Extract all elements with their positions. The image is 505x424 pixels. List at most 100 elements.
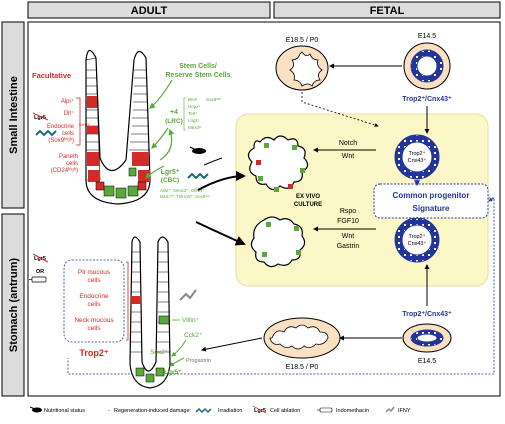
endocrine-label: Endocrine: [47, 124, 75, 130]
facultative-label: Facultative: [32, 71, 71, 80]
stomach-to-organoid-arrow: [195, 221, 246, 246]
endocrine-stomach-label: Endocrine: [79, 293, 109, 300]
cbc-label: (CBC): [161, 177, 179, 184]
fetal-intestine-e145: [403, 42, 451, 90]
trop2-circle-bottom: Trop2⁺: [408, 233, 425, 240]
common-progenitor-box: [373, 183, 489, 219]
hopx-marker: Hopx¹: [188, 104, 201, 109]
fetal-header-bar: [273, 1, 501, 19]
sox9-low-marker: Sox9ˡᵒʷ: [206, 97, 222, 102]
e145-bottom-label: E14.5: [418, 358, 436, 365]
paneth-cells-label: cells: [66, 161, 78, 167]
intestinal-organoid: [247, 135, 309, 192]
common-progenitor-label: Common progenitor: [393, 191, 470, 200]
crypt-to-organoid-arrow: [197, 171, 246, 191]
irradiation-icon: [35, 129, 57, 137]
ex-vivo-label: EX VIVO: [296, 194, 320, 200]
trop2-cnx43-top: Trop2⁺/Cnx43⁺: [402, 96, 452, 103]
stomach-ablation-slash: [32, 253, 49, 263]
legend-irradiation: Irradiation: [218, 408, 242, 414]
stem-arrow-3: [145, 165, 165, 179]
small-intestine-side-bar: [1, 21, 25, 209]
adult-header-bar: [27, 1, 271, 19]
signature-label: Signature: [413, 204, 450, 213]
e185-bottom-label: E18.5 / P0: [286, 364, 319, 371]
legend-ifny: IFNY: [398, 408, 411, 414]
intestinal-crypt: [85, 49, 151, 205]
lgr5-cbc-label: Lgr5⁺: [161, 169, 180, 176]
cck2-label: Cck2⁺: [184, 332, 203, 339]
lrc-bracket: [183, 97, 186, 131]
legend: Nutritional status - Regeneration-induce…: [29, 405, 411, 414]
trop2-cnx43-bottom: Trop2⁺/Cnx43⁺: [402, 311, 452, 318]
fgf10-signal: FGF10: [337, 218, 359, 225]
stem-arrow-2: [151, 127, 169, 149]
trop2-stomach-label: Trop2⁺: [79, 348, 109, 358]
nutritional-icon: [189, 146, 206, 154]
culture-label: CULTURE: [294, 202, 322, 208]
endocrine-stomach-cells-label: cells: [87, 301, 101, 308]
fetal-spheroid-bottom: [394, 217, 440, 263]
stomach-cells-box: [63, 259, 125, 343]
reserve-stem-cells-label: Reserve Stem Cells: [166, 72, 231, 79]
small-intestine-label: Small Intestine: [8, 76, 20, 154]
sox2-label: Sox2⁺: [150, 349, 169, 356]
wnt2-signal: Wnt: [342, 233, 355, 240]
content-frame: [27, 21, 501, 397]
or-label: OR: [36, 269, 44, 275]
trop2-circle-top: Trop2⁺: [408, 150, 425, 157]
dll-marker: Dll⁺: [64, 110, 74, 117]
lgr5-stomach-label: Lgr5⁺: [164, 369, 182, 376]
plus4-label: +4: [170, 109, 178, 116]
lrig1-marker: Lrig1¹: [188, 118, 200, 123]
legend-irradiation-icon: [195, 407, 212, 414]
mex3a-marker: Mex3ᵃ: [188, 125, 201, 130]
legend-cell-ablation: Cell ablation: [270, 408, 300, 414]
adult-header: ADULT: [131, 5, 168, 17]
lgr5-stomach-ablation: Lgr5: [34, 256, 46, 262]
fetal-stomach-e145: [402, 323, 452, 353]
pit-mucous-label: Pit mucous: [78, 269, 111, 276]
fetal-spheroid-top: [394, 134, 440, 180]
fetal-stomach-e185: [263, 317, 341, 359]
legend-regeneration: Regeneration-induced damage:: [114, 408, 192, 414]
legend-indomethacin-icon: [319, 407, 333, 413]
cck2-arrow: [171, 339, 187, 357]
e145-top-label: E14.5: [418, 33, 436, 40]
legend-ifny-icon: [385, 406, 395, 413]
krt19-label: Krt19⁺: [79, 122, 91, 127]
irradiation-icon-2: [187, 172, 209, 180]
cbc-markers-line2: Msi1⁺ʰⁱ; Tnfrs19⁺; Sox9ˡᵒʷ: [160, 193, 210, 199]
stem-arrow-4: [159, 128, 175, 161]
dashed-arrow-to-culture: [301, 92, 379, 127]
indomethacin-icon: [29, 276, 47, 283]
stem-arrow-1: [149, 79, 173, 109]
e185-to-stomach-arrow: [201, 337, 263, 352]
wnt-signal: Wnt: [342, 153, 355, 160]
villin-label: Villin⁺: [182, 317, 200, 324]
stomach-label: Stomach (antrum): [8, 258, 20, 352]
sox9-high-label: (Sox9ʰⁱᵍʰ): [48, 136, 74, 144]
gastrin-signal: Gastrin: [337, 243, 360, 250]
notch-signal: Notch: [339, 140, 357, 147]
legend-lgr5: Lgr5: [254, 408, 266, 414]
tert-marker: Tert¹: [188, 111, 198, 116]
alpi-marker: Alpi⁺: [61, 98, 74, 105]
neck-mucous-label: Neck mucous: [74, 317, 114, 324]
legend-dash: -: [108, 408, 110, 414]
paneth-label: Paneth: [59, 154, 78, 160]
cd24-label: (CD24ʰⁱᵍʰ): [51, 166, 78, 174]
stomach-side-bar: [1, 213, 25, 397]
signature-dashed-arrow: [488, 197, 495, 202]
stomach-organoid: [250, 216, 306, 268]
markers-bracket: [76, 97, 81, 146]
ifny-icon: [179, 289, 197, 301]
fetal-intestine-e185: [275, 45, 329, 91]
small-curve: [203, 157, 223, 166]
bmi-marker: Bmi¹: [188, 97, 198, 102]
neck-mucous-cells-label: cells: [87, 325, 101, 332]
progastrin-label: Progastrin: [186, 358, 211, 364]
lrc-label: (LRC): [165, 118, 183, 125]
legend-indomethacin: Indomethacin: [336, 408, 369, 414]
